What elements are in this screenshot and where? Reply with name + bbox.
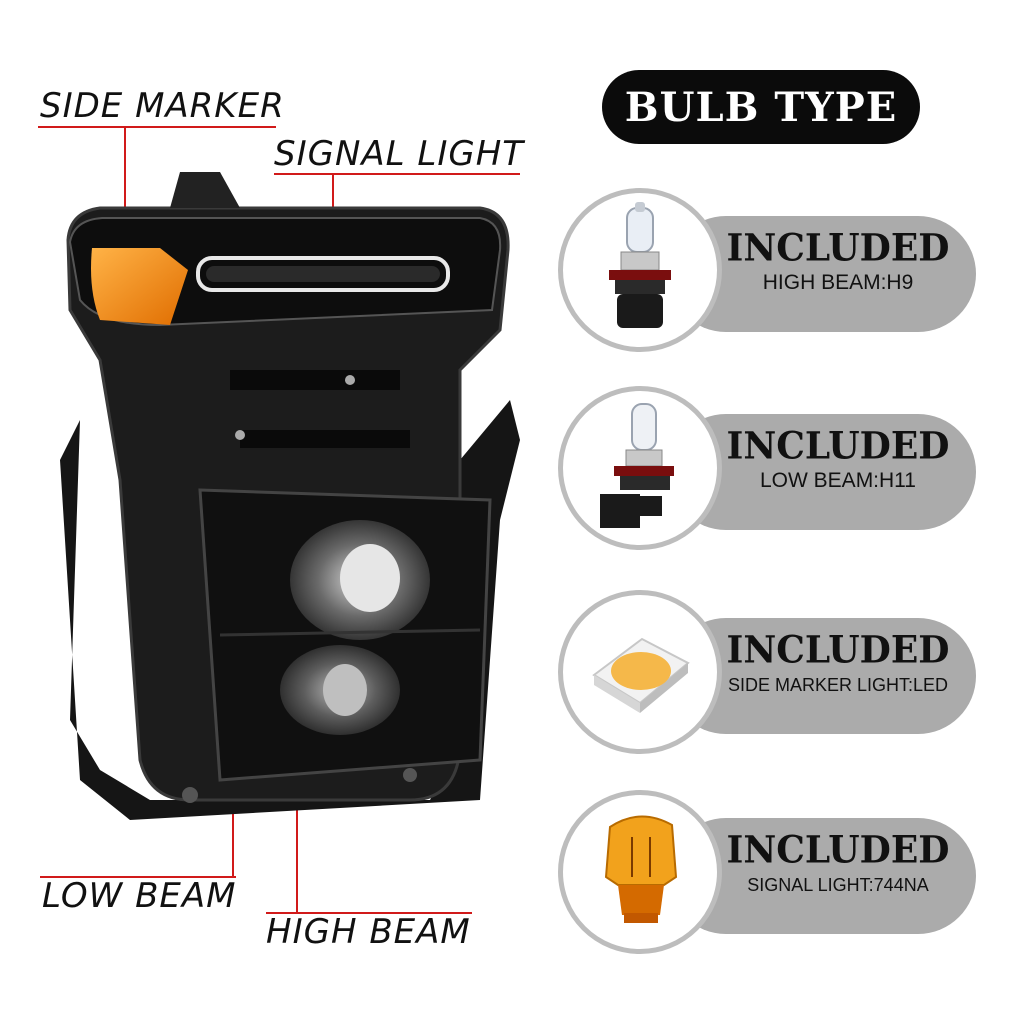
signal-light-underline	[274, 173, 520, 175]
bulb-row-side-marker: INCLUDED SIDE MARKER LIGHT:LED	[558, 590, 976, 760]
low-beam-underline	[40, 876, 236, 878]
bulb-row-signal-light: INCLUDED SIGNAL LIGHT:744NA	[558, 790, 976, 960]
led-chip-icon	[558, 590, 722, 754]
bulb-row-low-beam: INCLUDED LOW BEAM:H11	[558, 386, 976, 556]
side-marker-leader	[124, 126, 126, 276]
bulb-spec: LOW BEAM:H11	[760, 469, 916, 492]
bulb-spec: SIGNAL LIGHT:744NA	[747, 875, 929, 895]
high-beam-underline	[266, 912, 472, 914]
low-beam-label: LOW BEAM	[42, 876, 237, 916]
halogen-bulb-h11-icon	[558, 386, 722, 550]
included-label: INCLUDED	[726, 827, 950, 873]
bulb-spec: SIDE MARKER LIGHT:LED	[727, 675, 949, 695]
amber-wedge-bulb-icon	[558, 790, 722, 954]
bulb-row-high-beam: INCLUDED HIGH BEAM:H9	[558, 188, 976, 358]
side-marker-underline	[38, 126, 276, 128]
high-beam-leader	[296, 712, 298, 912]
high-beam-label: HIGH BEAM	[266, 912, 471, 952]
included-label: INCLUDED	[726, 423, 950, 469]
bulb-spec: HIGH BEAM:H9	[762, 271, 914, 294]
headlight-image	[60, 172, 520, 820]
included-label: INCLUDED	[726, 627, 950, 673]
bulb-type-title: BULB TYPE	[602, 70, 920, 144]
included-label: INCLUDED	[726, 225, 950, 271]
signal-light-label: SIGNAL LIGHT	[274, 134, 525, 174]
halogen-bulb-h9-icon	[558, 188, 722, 352]
side-marker-label: SIDE MARKER	[40, 86, 285, 126]
